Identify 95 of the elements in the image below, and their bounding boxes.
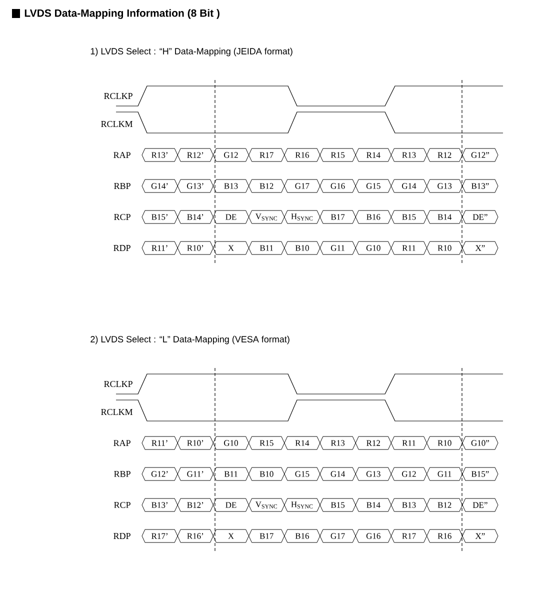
bus-cell: R12 [355, 436, 392, 450]
bus-cell: G16 [320, 179, 356, 193]
bus-cell: R13 [390, 148, 428, 162]
bus-cell: X [212, 241, 250, 255]
bus-cell: X” [462, 241, 498, 255]
bus-cell: R14 [355, 148, 392, 162]
bus-cell: G12” [462, 148, 498, 162]
bus-cell: G14 [320, 467, 356, 481]
bus-cell: B17 [248, 529, 285, 543]
bus-cell: R11’ [142, 436, 178, 450]
bus-cell: G11 [320, 241, 356, 255]
bus-cell: R14 [284, 436, 320, 450]
bus-cell: G13’ [177, 179, 214, 193]
bus-cell: G12 [390, 467, 428, 481]
bus-cell: R17 [248, 148, 285, 162]
bus-cell: X” [462, 529, 498, 543]
bus-cell: X [212, 529, 250, 543]
bus-cell: R12 [426, 148, 463, 162]
bus-cell: R16 [284, 148, 320, 162]
bus-cell: DE” [462, 210, 498, 224]
bus-cell: DE [212, 498, 250, 512]
bus-cell: R15 [248, 436, 285, 450]
signal-name: RCLKM [101, 408, 133, 416]
bus-cell: B14 [355, 498, 392, 512]
bus-cell: R13’ [142, 148, 178, 162]
bus-cell: R10’ [177, 436, 214, 450]
subtitle: 1) LVDS Select : “H” Data-Mapping (JEIDA format) [90, 48, 292, 56]
bus-cell: B15 [390, 210, 428, 224]
bus-cell: G12’ [142, 467, 178, 481]
signal-name: RBP [114, 183, 130, 189]
bus-cell: G10” [462, 436, 498, 450]
signal-name: RAP [114, 440, 130, 446]
bus-cell: G17 [284, 179, 320, 193]
bus-cell: B13” [462, 179, 498, 193]
signal-name: RCP [114, 214, 130, 220]
signal-name: RCLKP [104, 380, 132, 388]
bus-cell: G10 [355, 241, 392, 255]
bus-cell: B12 [248, 179, 285, 193]
bus-cell: R10 [426, 436, 463, 450]
bus-cell: G12 [212, 148, 250, 162]
bus-cell: G17 [320, 529, 356, 543]
bus-cell: B14’ [177, 210, 214, 224]
signal-name: RCLKM [101, 120, 133, 128]
signal-name: RDP [114, 245, 130, 251]
bus-cell: B17 [320, 210, 356, 224]
bus-cell: R10’ [177, 241, 214, 255]
signal-name: RAP [114, 152, 130, 158]
bus-cell: R13 [320, 436, 356, 450]
bus-cell: B13 [212, 179, 250, 193]
bus-cell: R16 [426, 529, 463, 543]
bus-cell: B16 [284, 529, 320, 543]
signal-name: RDP [114, 533, 130, 539]
bus-cell: B14 [426, 210, 463, 224]
bus-cell: B13’ [142, 498, 178, 512]
bus-cell: R12’ [177, 148, 214, 162]
bus-cell: G13 [355, 467, 392, 481]
bus-cell: DE” [462, 498, 498, 512]
bus-cell: B11 [248, 241, 285, 255]
bus-cell: B12 [426, 498, 463, 512]
bus-cell: B12’ [177, 498, 214, 512]
bus-cell: R10 [426, 241, 463, 255]
subtitle: 2) LVDS Select : “L” Data-Mapping (VESA format) [90, 336, 290, 344]
bus-cell: B11 [212, 467, 250, 481]
signal-name: RCP [114, 502, 130, 508]
bus-cell: B15 [320, 498, 356, 512]
bus-cell: B15” [462, 467, 498, 481]
bus-cell: V$_{SYNC}$ [248, 210, 285, 224]
bus-cell: G11’ [177, 467, 214, 481]
bus-cell: G13 [426, 179, 463, 193]
bus-cell: B10 [284, 241, 320, 255]
bus-cell: DE [212, 210, 250, 224]
bus-cell: R11’ [142, 241, 178, 255]
bus-cell: H$_{SYNC}$ [284, 498, 320, 512]
bus-cell: B10 [248, 467, 285, 481]
title: LVDS Data-Mapping Information (8 Bit ) [24, 9, 220, 19]
bus-cell: H$_{SYNC}$ [284, 210, 320, 224]
bus-cell: G16 [355, 529, 392, 543]
bus-cell: R15 [320, 148, 356, 162]
signal-name: RBP [114, 471, 130, 477]
bus-cell: B13 [390, 498, 428, 512]
bus-cell: R11 [390, 241, 428, 255]
bus-cell: G10 [212, 436, 250, 450]
signal-name: RCLKP [104, 92, 132, 100]
bus-cell: R16’ [177, 529, 214, 543]
bus-cell: R11 [390, 436, 428, 450]
bus-cell: G14’ [142, 179, 178, 193]
bus-cell: G15 [355, 179, 392, 193]
bus-cell: R17’ [142, 529, 178, 543]
bus-cell: G15 [284, 467, 320, 481]
bus-cell: B15’ [142, 210, 178, 224]
bus-cell: R17 [390, 529, 428, 543]
bus-cell: B16 [355, 210, 392, 224]
bus-cell: V$_{SYNC}$ [248, 498, 285, 512]
bus-cell: G11 [426, 467, 463, 481]
bus-cell: G14 [390, 179, 428, 193]
